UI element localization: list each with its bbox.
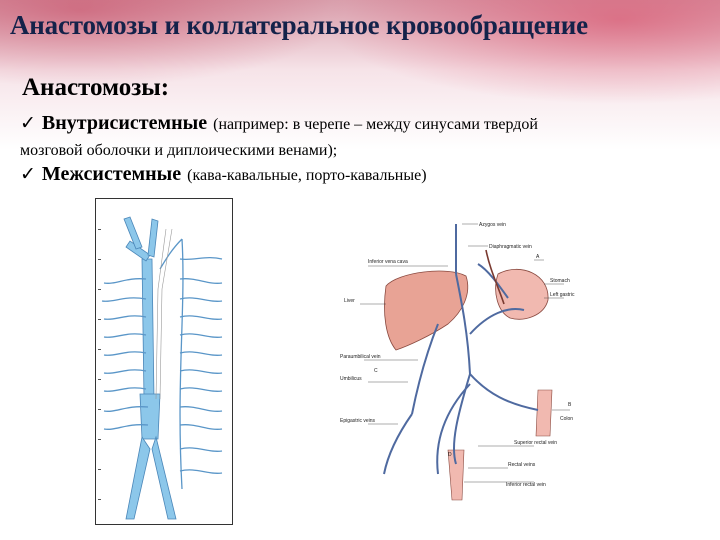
slide-title: Анастомозы и коллатеральное кровообращен…	[10, 10, 588, 40]
label-stomach: Stomach	[550, 278, 570, 284]
liver-shape	[384, 270, 469, 351]
stomach-shape	[495, 269, 549, 320]
label-a: A	[536, 254, 540, 260]
label-inferior-rectal: Inferior rectal vein	[506, 482, 546, 488]
label-ivc: Inferior vena cava	[368, 259, 408, 265]
bullet-detail-continuation: мозговой оболочки и диплоическими венами…	[20, 142, 338, 159]
label-c: C	[374, 368, 378, 374]
check-icon: ✓	[20, 113, 36, 134]
label-umbilicus: Umbilicus	[340, 376, 362, 382]
portocaval-drawing: Azygos vein Diaphragmatic vein Inferior …	[340, 222, 575, 501]
colon-shape	[535, 389, 553, 437]
label-rectal: Superior rectal vein	[514, 440, 557, 446]
bullet-term: Внутрисистемные	[41, 112, 208, 134]
slide-subheading: Анастомозы:	[22, 74, 170, 101]
label-b: B	[568, 402, 572, 408]
check-icon: ✓	[20, 164, 36, 185]
bullet-detail: (кава-кавальные, порто-кавальные)	[187, 167, 427, 184]
label-diaphragm: Diaphragmatic vein	[489, 244, 532, 250]
rectum-shape	[447, 449, 465, 501]
portocaval-anastomoses-diagram: Azygos vein Diaphragmatic vein Inferior …	[338, 214, 578, 509]
bullet-term: Межсистемные	[41, 163, 182, 185]
bullet-intersystem: ✓Межсистемные (кава-кавальные, порто-кава…	[20, 163, 427, 186]
label-d: D	[448, 452, 452, 458]
venous-system-illustration	[95, 198, 233, 525]
bullet-detail: (например: в черепе – между синусами тве…	[213, 116, 538, 133]
label-paraumbilical: Paraumbilical vein	[340, 354, 381, 360]
label-colon: Colon	[560, 416, 573, 422]
bullet-intrasystem-continuation: мозговой оболочки и диплоическими венами…	[20, 140, 337, 160]
venous-system-drawing	[98, 216, 223, 520]
label-azygos: Azygos vein	[479, 222, 506, 228]
label-gastric: Left gastric	[550, 292, 575, 298]
label-epigastric: Epigastric veins	[340, 418, 376, 424]
bullet-intrasystem: ✓Внутрисистемные (например: в черепе – ме…	[20, 112, 538, 135]
label-liver: Liver	[344, 298, 355, 304]
label-rectal-veins: Rectal veins	[508, 462, 536, 468]
